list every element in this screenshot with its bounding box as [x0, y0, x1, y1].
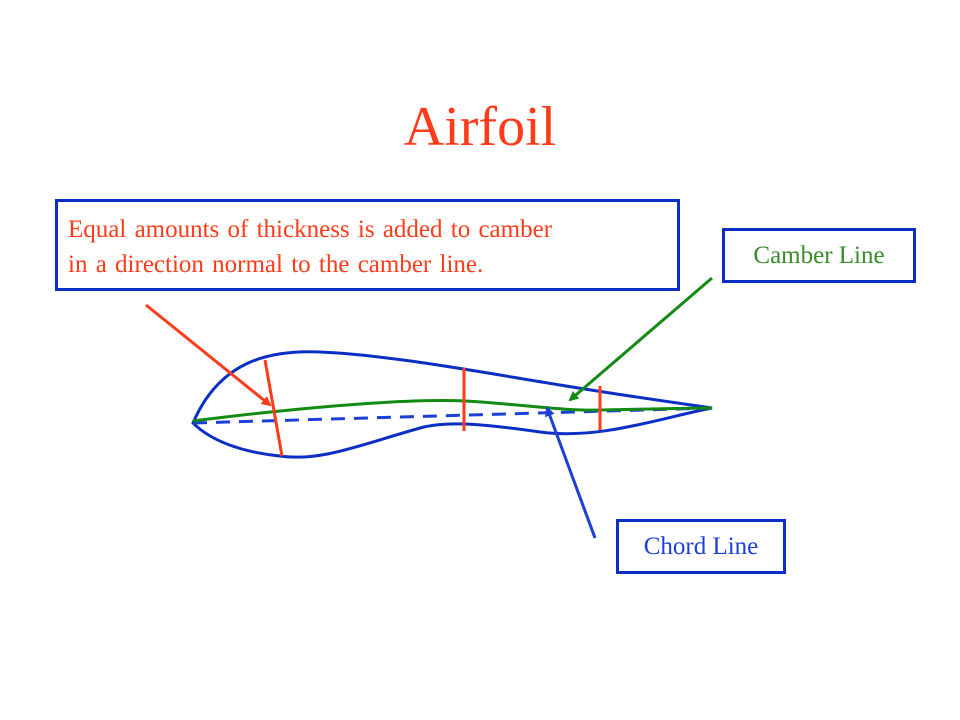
page-title: Airfoil — [403, 96, 557, 158]
thickness-note-line-2: in a direction normal to the camber line… — [68, 251, 484, 278]
thickness-note-box: Equal amounts of thickness is added to c… — [55, 199, 680, 291]
camber-line — [192, 399, 713, 423]
airfoil-outline — [191, 350, 713, 459]
thickness-note-line-1: Equal amounts of thickness is added to c… — [68, 216, 553, 243]
chord-line — [192, 406, 713, 425]
thickness-marker-front — [263, 359, 284, 457]
camber-line-label: Camber Line — [722, 228, 916, 283]
chord-arrow — [545, 406, 597, 539]
camber-arrow — [568, 276, 713, 402]
thickness-arrow — [145, 303, 272, 407]
chord-line-label: Chord Line — [616, 519, 786, 574]
